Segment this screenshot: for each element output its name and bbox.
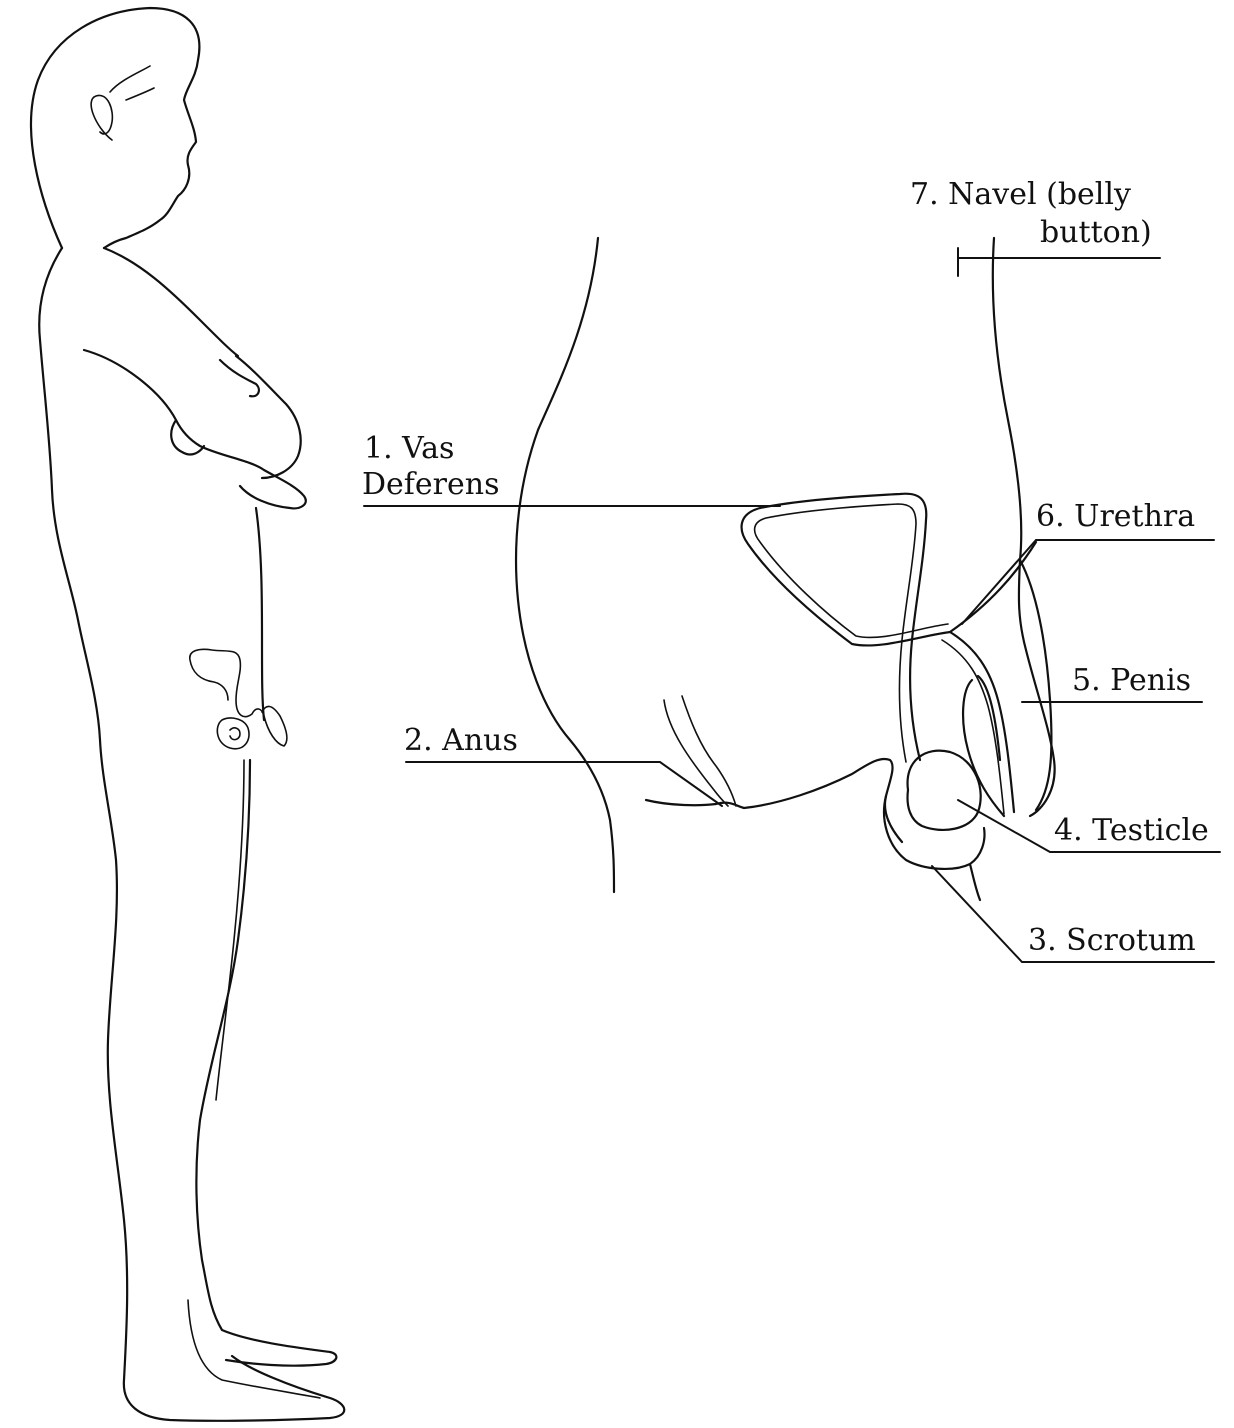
figure-front-leg xyxy=(196,760,336,1366)
scrotum-outline xyxy=(884,796,984,900)
urethra-outer xyxy=(950,542,1036,812)
vas-deferens-outer xyxy=(742,494,950,760)
label-scrotum: 3. Scrotum xyxy=(1028,924,1196,958)
standing-figure xyxy=(31,8,344,1421)
perineum-contour xyxy=(646,759,902,842)
label-navel-2: button) xyxy=(1040,216,1152,250)
figure-ear xyxy=(91,95,112,140)
detail-diagram xyxy=(364,238,1220,962)
figure-small-organs xyxy=(190,649,287,748)
label-penis: 5. Penis xyxy=(1072,664,1191,698)
leader-urethra xyxy=(962,540,1214,624)
figure-hairline xyxy=(110,66,154,100)
label-testicle: 4. Testicle xyxy=(1054,814,1209,848)
vas-deferens-inner xyxy=(755,504,948,762)
testicle-outline xyxy=(908,751,981,830)
buttock-outline xyxy=(516,238,614,892)
leader-anus xyxy=(406,762,722,806)
label-vas-deferens-2: Deferens xyxy=(362,468,499,502)
figure-abdomen xyxy=(256,508,264,720)
figure-head xyxy=(31,8,199,248)
label-urethra: 6. Urethra xyxy=(1036,500,1195,534)
label-anus: 2. Anus xyxy=(404,724,518,758)
label-vas-deferens-1: 1. Vas xyxy=(364,432,454,466)
figure-arms xyxy=(84,350,306,508)
figure-front xyxy=(104,248,238,356)
label-navel-1: 7. Navel (belly xyxy=(910,178,1131,212)
